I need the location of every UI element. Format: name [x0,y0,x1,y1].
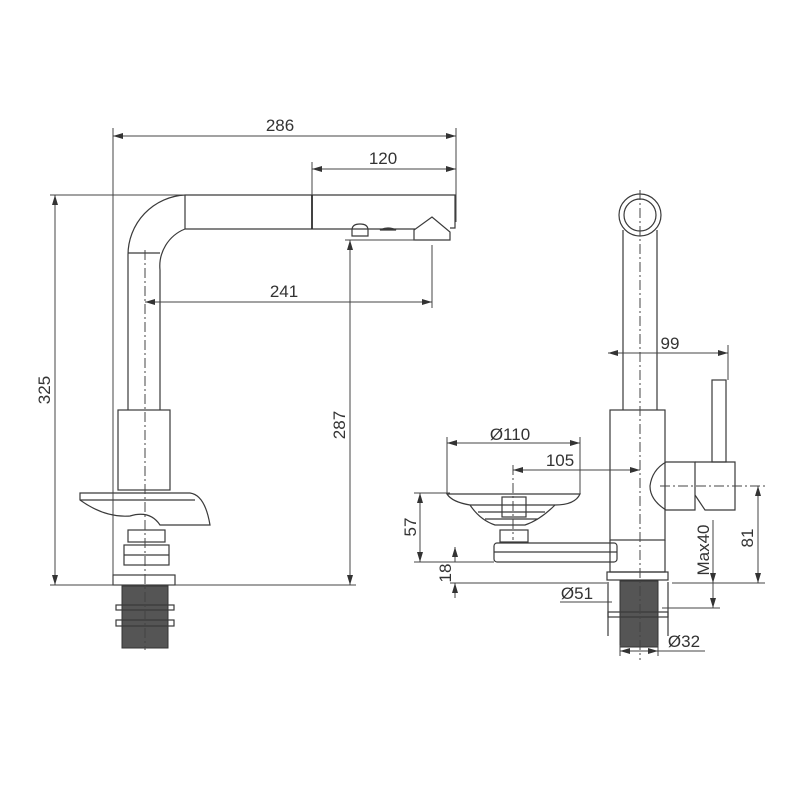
dim-287: 287 [330,411,349,439]
dim-120: 120 [369,149,397,168]
dim-241: 241 [270,282,298,301]
dim-325: 325 [35,376,54,404]
dim-max40: Max40 [694,524,713,575]
front-body [609,409,666,541]
side-lever [79,492,211,526]
handle-lever [711,379,727,463]
dim-32-diameter: Ø32 [668,632,700,651]
dim-18: 18 [436,564,455,583]
dim-51-diameter: Ø51 [561,584,593,603]
side-view: 286 120 241 325 287 [35,116,457,650]
front-shank [619,580,659,648]
dim-81: 81 [738,529,757,548]
dim-105: 105 [546,451,574,470]
dim-110-diameter: Ø110 [490,425,530,444]
dim-57: 57 [401,518,420,537]
soap-dish [445,493,581,526]
dim-286: 286 [266,116,294,135]
front-view: 99 Ø110 105 57 18 Ø51 Max40 81 Ø32 [401,190,765,660]
dim-99: 99 [661,334,680,353]
faucet-body [117,409,171,491]
spray-nozzle [413,216,451,241]
handle-hub [649,461,696,511]
